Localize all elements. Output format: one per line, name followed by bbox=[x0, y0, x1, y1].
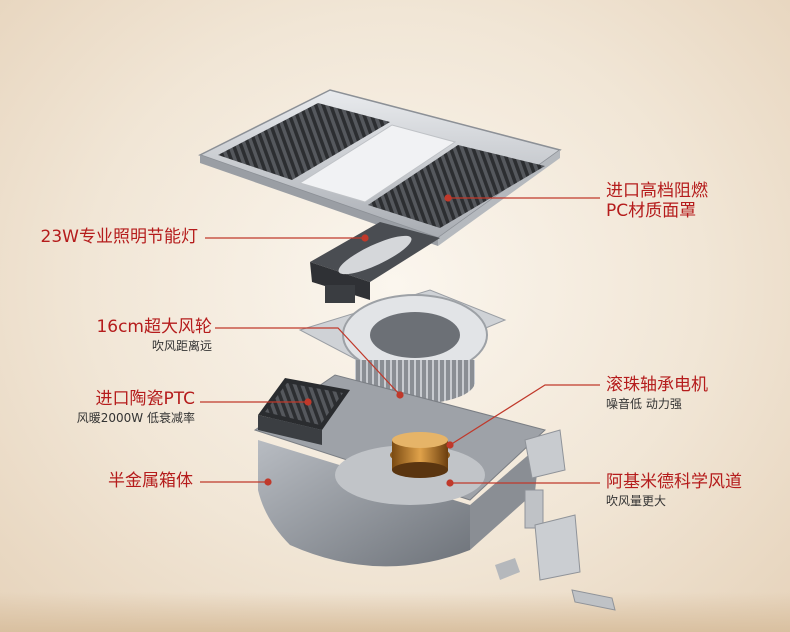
fan-wheel-assembly bbox=[298, 289, 507, 404]
callout-wheel-sub: 吹风距离远 bbox=[151, 338, 212, 353]
side-brackets bbox=[495, 429, 616, 611]
leader-wheel bbox=[215, 327, 401, 396]
lamp-housing bbox=[310, 222, 440, 303]
callout-motor: 滚珠轴承电机 噪音低 动力强 bbox=[606, 375, 708, 411]
pc-face-panel bbox=[198, 89, 562, 246]
callout-motor-title: 滚珠轴承电机 bbox=[606, 375, 708, 395]
callout-duct: 阿基米德科学风道 吹风量更大 bbox=[606, 472, 742, 508]
floor-shadow bbox=[0, 592, 790, 632]
callout-duct-title: 阿基米德科学风道 bbox=[606, 472, 742, 492]
callout-duct-sub: 吹风量更大 bbox=[606, 493, 667, 508]
callout-panel: 进口高档阻燃 PC材质面罩 bbox=[606, 181, 708, 221]
callout-ptc-title: 进口陶瓷PTC bbox=[95, 389, 195, 409]
callout-panel-line1: 进口高档阻燃 bbox=[606, 181, 708, 201]
ptc-heater bbox=[258, 378, 350, 445]
callout-wheel-title: 16cm超大风轮 bbox=[96, 317, 212, 337]
callout-panel-line2: PC材质面罩 bbox=[606, 200, 697, 221]
bearing-motor bbox=[390, 432, 450, 478]
leader-lines bbox=[200, 194, 600, 487]
callout-box: 半金属箱体 bbox=[108, 471, 193, 492]
callout-ptc: 进口陶瓷PTC 风暖2000W 低衰减率 bbox=[76, 389, 195, 425]
leader-motor bbox=[449, 384, 600, 446]
callout-box-title: 半金属箱体 bbox=[108, 471, 193, 491]
callout-ptc-sub: 风暖2000W 低衰减率 bbox=[76, 410, 195, 425]
callout-wheel: 16cm超大风轮 吹风距离远 bbox=[96, 317, 212, 353]
callout-motor-sub: 噪音低 动力强 bbox=[606, 396, 682, 411]
callout-lamp: 23W专业照明节能灯 bbox=[40, 227, 198, 248]
callout-lamp-title: 23W专业照明节能灯 bbox=[40, 227, 198, 247]
